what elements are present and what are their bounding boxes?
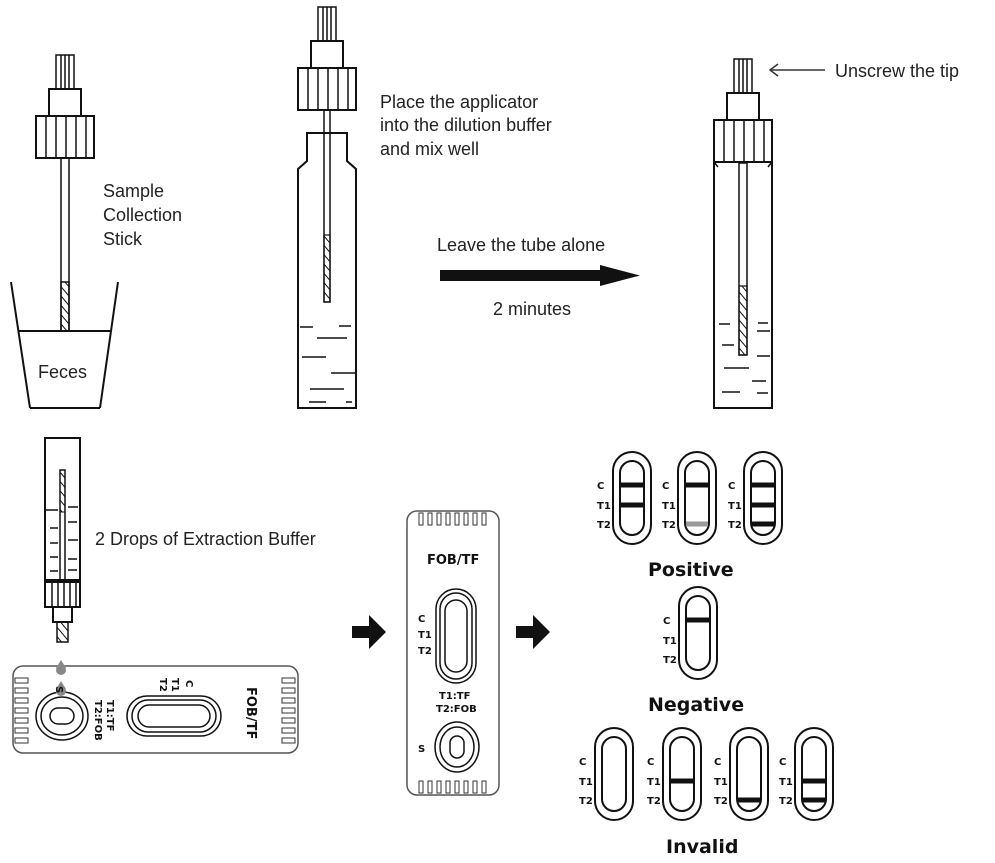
positive-strip-label-t1: T1 — [662, 501, 676, 512]
vertical-cassette — [406, 510, 500, 796]
result-line-c-solid — [687, 617, 709, 623]
negative-title: Negative — [648, 694, 744, 716]
unscrew-label: Unscrew the tip — [835, 61, 959, 81]
place-label-line2: into the dilution buffer — [380, 115, 552, 135]
result-line-c-solid — [621, 482, 643, 488]
invalid-strip-label-t2: T2 — [579, 796, 593, 807]
duration-label: 2 minutes — [493, 299, 571, 319]
positive-strip-label-t1: T1 — [597, 501, 611, 512]
block-arrow-icon — [352, 615, 386, 649]
hcassette-label-t1: T1 — [169, 678, 180, 692]
invalid-strip-label-t1: T1 — [647, 777, 661, 788]
hcassette-sample-label: S — [53, 686, 64, 693]
invalid-strip-label-c: C — [779, 757, 786, 768]
negative-strip-label-c: C — [663, 616, 670, 627]
positive-strip-label-t2: T2 — [662, 520, 676, 531]
feces-cup-illustration — [10, 281, 119, 409]
hcassette-legend-t2: T2:FOB — [92, 700, 103, 741]
negative-strip-label-t2: T2 — [663, 655, 677, 666]
drops-label: 2 Drops of Extraction Buffer — [95, 529, 316, 549]
result-line-c-solid — [752, 482, 774, 488]
invalid-strip-label-t2: T2 — [779, 796, 793, 807]
result-line-t2-solid — [738, 797, 760, 803]
invalid-strip-label-t2: T2 — [647, 796, 661, 807]
hcassette-label-t2: T2 — [157, 678, 168, 692]
result-line-c-solid — [686, 482, 708, 488]
pointer-arrow-icon — [768, 63, 825, 77]
dilution-tube-illustration — [297, 6, 357, 409]
hcassette-legend-t1: T1:TF — [104, 700, 115, 731]
collection-label-line1: Sample — [103, 181, 164, 201]
result-line-t2-faint — [686, 521, 708, 527]
collection-label-line2: Collection — [103, 205, 182, 225]
result-line-t2-solid — [803, 797, 825, 803]
vcassette-title: FOB/TF — [427, 553, 479, 568]
vcassette-legend-t1: T1:TF — [439, 691, 470, 702]
vcassette-label-t2: T2 — [418, 646, 432, 657]
positive-strip-label-c: C — [662, 481, 669, 492]
positive-strip-label-c: C — [597, 481, 604, 492]
vcassette-label-c: C — [418, 614, 425, 625]
invalid-strip-label-t1: T1 — [714, 777, 728, 788]
positive-strip-label-c: C — [728, 481, 735, 492]
result-line-t1-solid — [803, 778, 825, 784]
hcassette-label-c: C — [183, 680, 194, 687]
place-label-line1: Place the applicator — [380, 92, 538, 112]
positive-strip-label-t2: T2 — [597, 520, 611, 531]
feces-label: Feces — [38, 362, 87, 382]
block-arrow-icon — [516, 615, 550, 649]
result-line-t1-solid — [671, 778, 693, 784]
invalid-strip-label-c: C — [579, 757, 586, 768]
result-line-t2-solid — [752, 521, 774, 527]
positive-strip-label-t2: T2 — [728, 520, 742, 531]
invalid-strip-label-c: C — [714, 757, 721, 768]
hcassette-title: FOB/TF — [243, 687, 258, 739]
negative-strip-label-t1: T1 — [663, 636, 677, 647]
invalid-strip-label-t1: T1 — [779, 777, 793, 788]
invalid-strip-label-t1: T1 — [579, 777, 593, 788]
positive-title: Positive — [648, 559, 734, 581]
unscrew-tube-illustration — [713, 58, 773, 409]
horizontal-cassette — [12, 660, 299, 754]
vcassette-sample-label: S — [418, 744, 425, 755]
right-arrow-icon — [440, 265, 640, 286]
result-line-t1-solid — [752, 502, 774, 508]
vcassette-label-t1: T1 — [418, 630, 432, 641]
result-line-t1-solid — [621, 502, 643, 508]
collection-stick-illustration — [35, 54, 95, 332]
collection-label-line3: Stick — [103, 229, 143, 249]
place-label-line3: and mix well — [380, 139, 479, 159]
positive-strip-label-t1: T1 — [728, 501, 742, 512]
invalid-strip-label-t2: T2 — [714, 796, 728, 807]
inverted-tube-illustration — [44, 437, 81, 643]
invalid-title: Invalid — [666, 836, 738, 858]
vcassette-legend-t2: T2:FOB — [436, 704, 477, 715]
invalid-strip-label-c: C — [647, 757, 654, 768]
wait-label: Leave the tube alone — [437, 235, 605, 255]
